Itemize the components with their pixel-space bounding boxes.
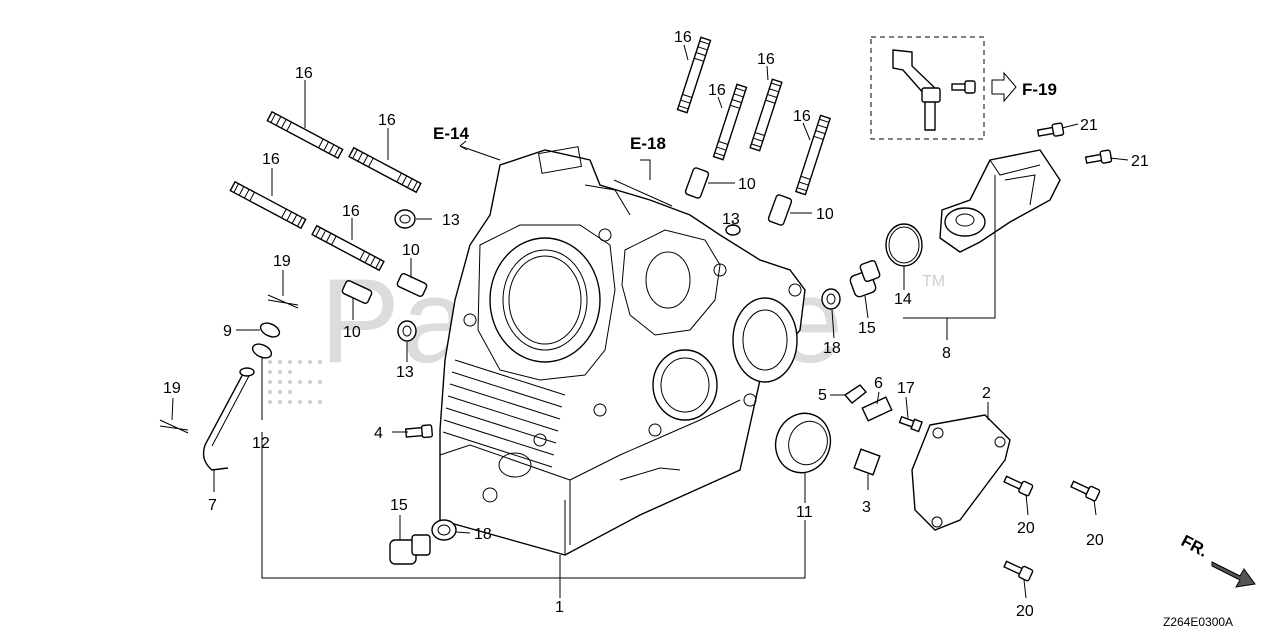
- callout-16: 16: [757, 51, 775, 68]
- callout-17: 17: [897, 380, 915, 397]
- side-cover-2: [911, 414, 1101, 582]
- callout-16: 16: [262, 151, 280, 168]
- callout-11: 11: [796, 504, 813, 521]
- callout-2: 2: [982, 385, 991, 402]
- callout-13: 13: [442, 212, 460, 229]
- callout-9: 9: [223, 323, 232, 340]
- callout-8: 8: [942, 345, 951, 362]
- stud-bolt-16-group: [229, 36, 831, 272]
- callout-10: 10: [816, 206, 834, 223]
- callout-16: 16: [295, 65, 313, 82]
- callout-13: 13: [722, 211, 740, 228]
- callout-10: 10: [343, 324, 361, 341]
- callout-20: 20: [1017, 520, 1035, 537]
- dowel-pin-10-group: [341, 167, 793, 304]
- callout-3: 3: [862, 499, 871, 516]
- callout-16: 16: [793, 108, 811, 125]
- callout-15: 15: [390, 497, 408, 514]
- ref-e18: E-18: [630, 134, 666, 153]
- callout-16: 16: [378, 112, 396, 129]
- callout-16: 16: [674, 29, 692, 46]
- callout-18: 18: [823, 340, 841, 357]
- small-parts-group: [159, 209, 923, 565]
- breather-cover-8: [939, 122, 1113, 253]
- ref-f19: F-19: [1022, 80, 1057, 99]
- callout-6: 6: [874, 375, 883, 392]
- callout-12: 12: [252, 435, 270, 452]
- callout-10: 10: [402, 242, 420, 259]
- callout-10: 10: [738, 176, 756, 193]
- ref-e14: E-14: [433, 124, 469, 143]
- oil-seal-11: [774, 412, 832, 474]
- callout-20: 20: [1086, 532, 1104, 549]
- callout-13: 13: [396, 364, 414, 381]
- callout-7: 7: [208, 497, 217, 514]
- callout-14: 14: [894, 291, 912, 308]
- front-direction-arrow: FR.: [1178, 531, 1256, 588]
- callout-5: 5: [818, 387, 827, 404]
- callout-21: 21: [1131, 153, 1149, 170]
- crankcase-part: [439, 146, 806, 556]
- svg-text:TM: TM: [922, 273, 945, 290]
- callout-labels: 16 16 16 16 16 16 16 16 10 10 10 10 13 1…: [163, 29, 1149, 620]
- callout-19: 19: [163, 380, 181, 397]
- drain-plug-15-lower: [389, 534, 431, 565]
- svg-text:FR.: FR.: [1178, 531, 1211, 561]
- callout-16: 16: [342, 203, 360, 220]
- drain-plug-15-upper: [849, 259, 881, 298]
- callout-19: 19: [273, 253, 291, 270]
- callout-1: 1: [555, 599, 564, 616]
- callout-18: 18: [474, 526, 492, 543]
- callout-20: 20: [1016, 603, 1034, 620]
- callout-21: 21: [1080, 117, 1098, 134]
- leader-lines: [171, 44, 1129, 599]
- drawing-code: Z264E0300A: [1163, 615, 1233, 629]
- callout-4: 4: [374, 425, 383, 442]
- callout-15: 15: [858, 320, 876, 337]
- callout-16: 16: [708, 82, 726, 99]
- f19-reference-inset: [870, 36, 1017, 140]
